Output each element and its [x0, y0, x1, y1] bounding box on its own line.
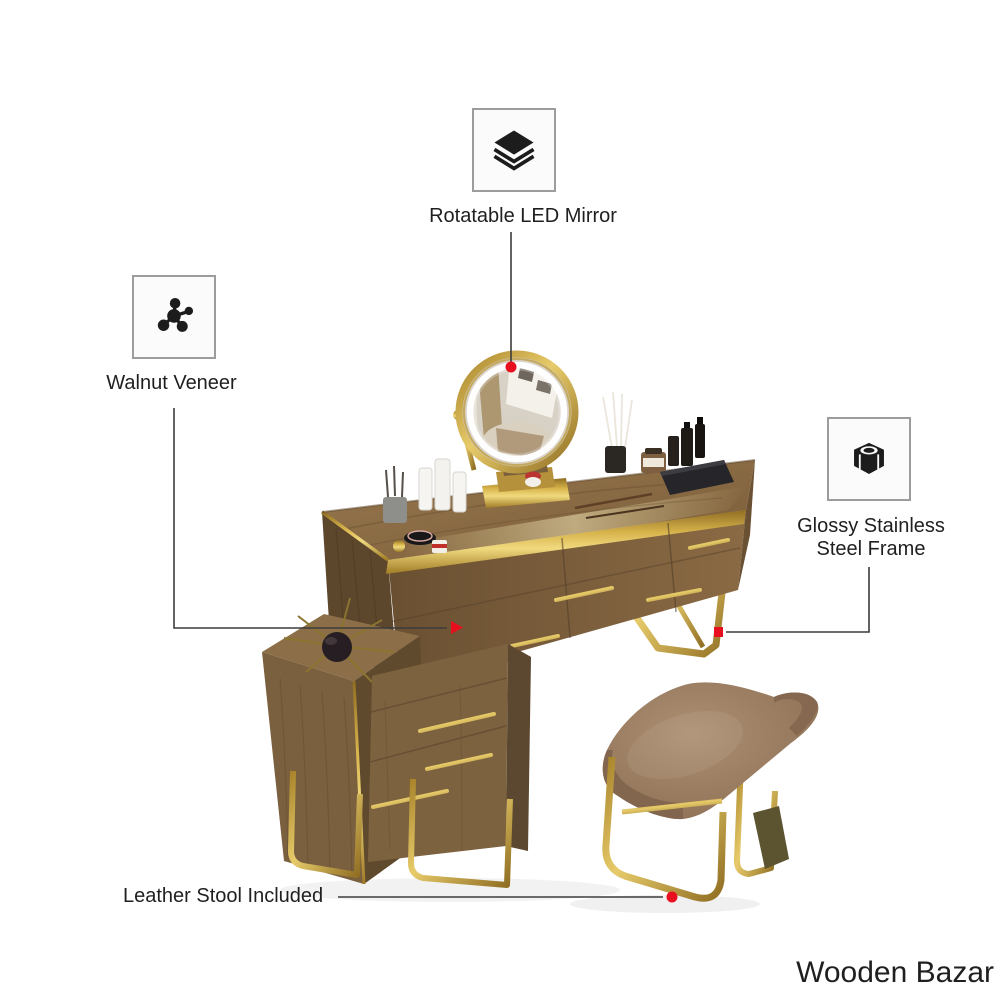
feature-box-mirror [472, 108, 556, 192]
feature-box-steel [827, 417, 911, 501]
callout-arrow-walnut [451, 621, 463, 634]
leather-stool [602, 682, 819, 902]
led-mirror [453, 350, 579, 508]
callout-line-walnut [173, 408, 447, 629]
callout-dot-mirror [505, 361, 517, 373]
brand-watermark: Wooden Bazar [796, 956, 994, 989]
label-walnut-veneer: Walnut Veneer [106, 372, 237, 394]
label-leather-stool-included: Leather Stool Included [123, 885, 324, 907]
callout-dot-stool [666, 891, 678, 903]
desk-drawer-handles [510, 538, 730, 648]
callout-dot-steel [714, 627, 723, 637]
nut-icon [854, 442, 884, 474]
mirror-reflection [473, 368, 561, 456]
callout-lines [173, 232, 870, 903]
cabinet-gold-frames [288, 770, 513, 888]
callout-line-steel [726, 567, 870, 633]
layers-icon [493, 130, 535, 171]
molecule-icon [157, 297, 194, 332]
feature-box-walnut [132, 275, 216, 359]
label-rotatable-led-mirror: Rotatable LED Mirror [429, 205, 617, 227]
spike-ornament [283, 597, 395, 683]
label-glossy-stainless-steel-frame: Glossy Stainless Steel Frame [797, 515, 945, 560]
desk-cosmetics [383, 391, 734, 553]
